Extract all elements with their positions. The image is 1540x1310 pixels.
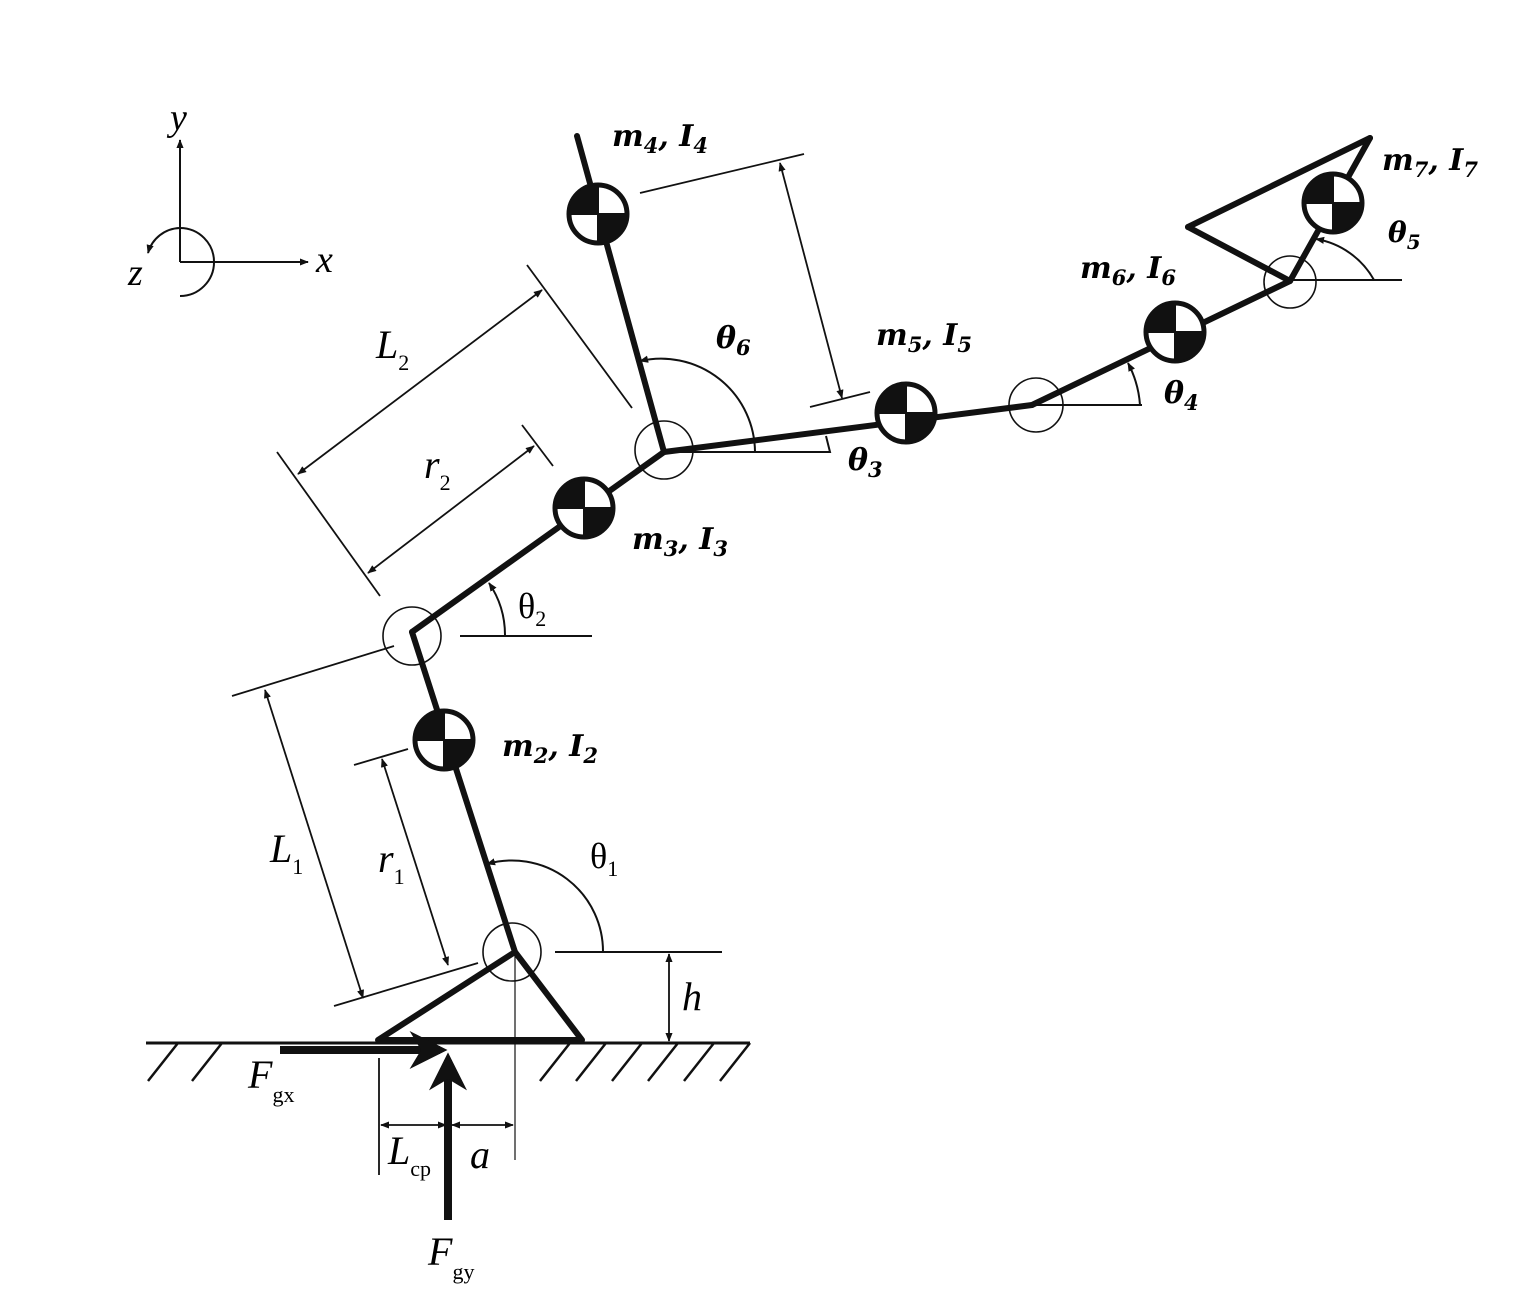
hand-link-top (1185, 135, 1373, 230)
r2-label: r2 (424, 442, 451, 495)
wrist-joint (1263, 255, 1317, 309)
link-chain (409, 133, 1373, 955)
Lcp-label: Lcp (387, 1128, 431, 1181)
shank-link (409, 629, 518, 955)
Fgx-label: Fgx (247, 1052, 294, 1107)
centers-of-mass (415, 174, 1362, 769)
a-label: a (470, 1132, 490, 1177)
theta6-label: θ6 (716, 321, 751, 360)
mass-label-2: m2, I2 (502, 729, 598, 768)
r1-label: r1 (378, 836, 405, 889)
com-marker-6 (1146, 303, 1204, 361)
ankle-joint (482, 922, 542, 982)
knee-joint (382, 606, 442, 666)
angle-annotations (460, 236, 1402, 953)
theta2-label: θ2 (518, 586, 546, 631)
z-rotation-arrow (179, 227, 215, 297)
length-labels: L1 r1 L2 r2 h Lcp a (269, 322, 702, 1181)
theta4-label: θ4 (1164, 376, 1199, 415)
mass-label-5: m5, I5 (876, 318, 972, 357)
foot (375, 949, 585, 1160)
hand-link-lower (1185, 224, 1293, 284)
upper-arm-link (661, 402, 1035, 455)
com-marker-3 (555, 479, 613, 537)
L2-label: L2 (375, 322, 409, 375)
com-marker-7 (1304, 174, 1362, 232)
mass-labels: m2, I2 m3, I3 m4, I4 m5, I5 m6, I6 m7, I… (502, 119, 1478, 768)
trunk-link (574, 133, 667, 455)
mass-label-7: m7, I7 (1382, 143, 1478, 182)
angle-labels: θ1 θ2 θ3 θ4 θ5 θ6 (518, 216, 1421, 881)
mass-label-6: m6, I6 (1080, 251, 1176, 290)
dimensions (231, 153, 871, 1175)
thigh-link (409, 449, 667, 635)
theta5-label: θ5 (1388, 216, 1421, 254)
hip-joint (634, 420, 694, 480)
L1-label: L1 (269, 826, 303, 879)
y-axis-label: y (166, 97, 187, 139)
com-marker-2 (415, 711, 473, 769)
coordinate-frame: y x z (127, 97, 333, 297)
joints (382, 255, 1317, 982)
z-axis-label: z (127, 252, 143, 294)
mass-label-4: m4, I4 (612, 119, 708, 158)
x-axis-label: x (315, 239, 333, 281)
com-marker-4 (569, 185, 627, 243)
theta1-label: θ1 (590, 836, 618, 881)
com-marker-5 (877, 384, 935, 442)
mass-label-3: m3, I3 (632, 522, 728, 561)
h-label: h (682, 974, 702, 1019)
z-rotation-arrowhead (146, 227, 181, 254)
ground-forces (280, 1031, 467, 1220)
theta3-label: θ3 (848, 443, 883, 482)
force-labels: Fgx Fgy (247, 1052, 474, 1284)
Fgy-label: Fgy (427, 1229, 474, 1284)
